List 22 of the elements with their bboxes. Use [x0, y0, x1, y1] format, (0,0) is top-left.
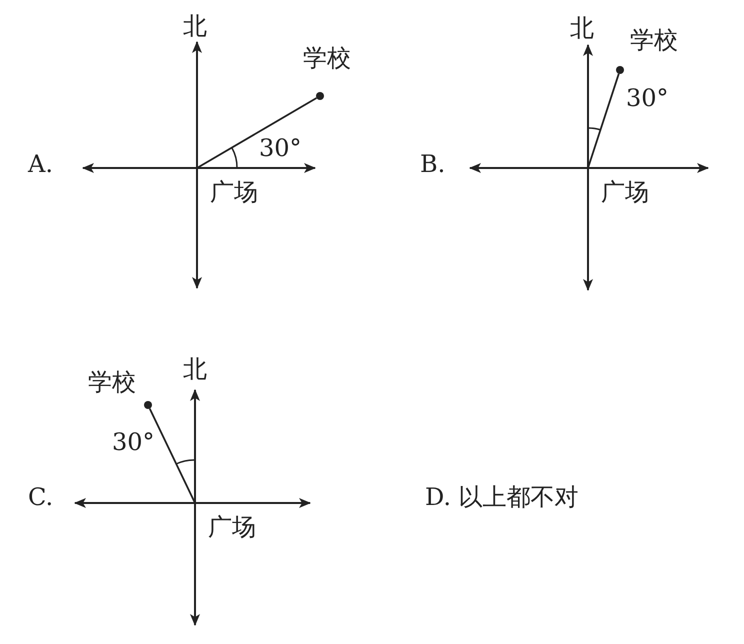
- place-label: 学校: [303, 44, 351, 72]
- direction-label: 北: [183, 355, 207, 383]
- place-label: 广场: [588, 168, 649, 206]
- angle-label: 30°: [112, 428, 155, 456]
- direction-label: 北: [570, 14, 594, 42]
- angle-label: 30°: [626, 84, 669, 112]
- option-letter: B.: [420, 150, 446, 178]
- line-segment: [587, 74, 620, 168]
- point-dot: [316, 92, 324, 100]
- angle-label: 30°: [259, 134, 302, 162]
- place-label: 广场: [195, 503, 256, 541]
- place-label: 广场: [197, 168, 258, 206]
- option-text: D. 以上都不对: [425, 483, 579, 511]
- place-label: 学校: [88, 368, 136, 396]
- option-letter: C.: [28, 483, 54, 511]
- option-letter: A.: [28, 150, 53, 178]
- direction-label: 北: [183, 12, 207, 40]
- point-dot: [144, 401, 152, 409]
- line-segment: [148, 408, 196, 504]
- line-segment: [196, 97, 317, 169]
- place-label: 学校: [630, 26, 678, 54]
- point-dot: [616, 66, 624, 74]
